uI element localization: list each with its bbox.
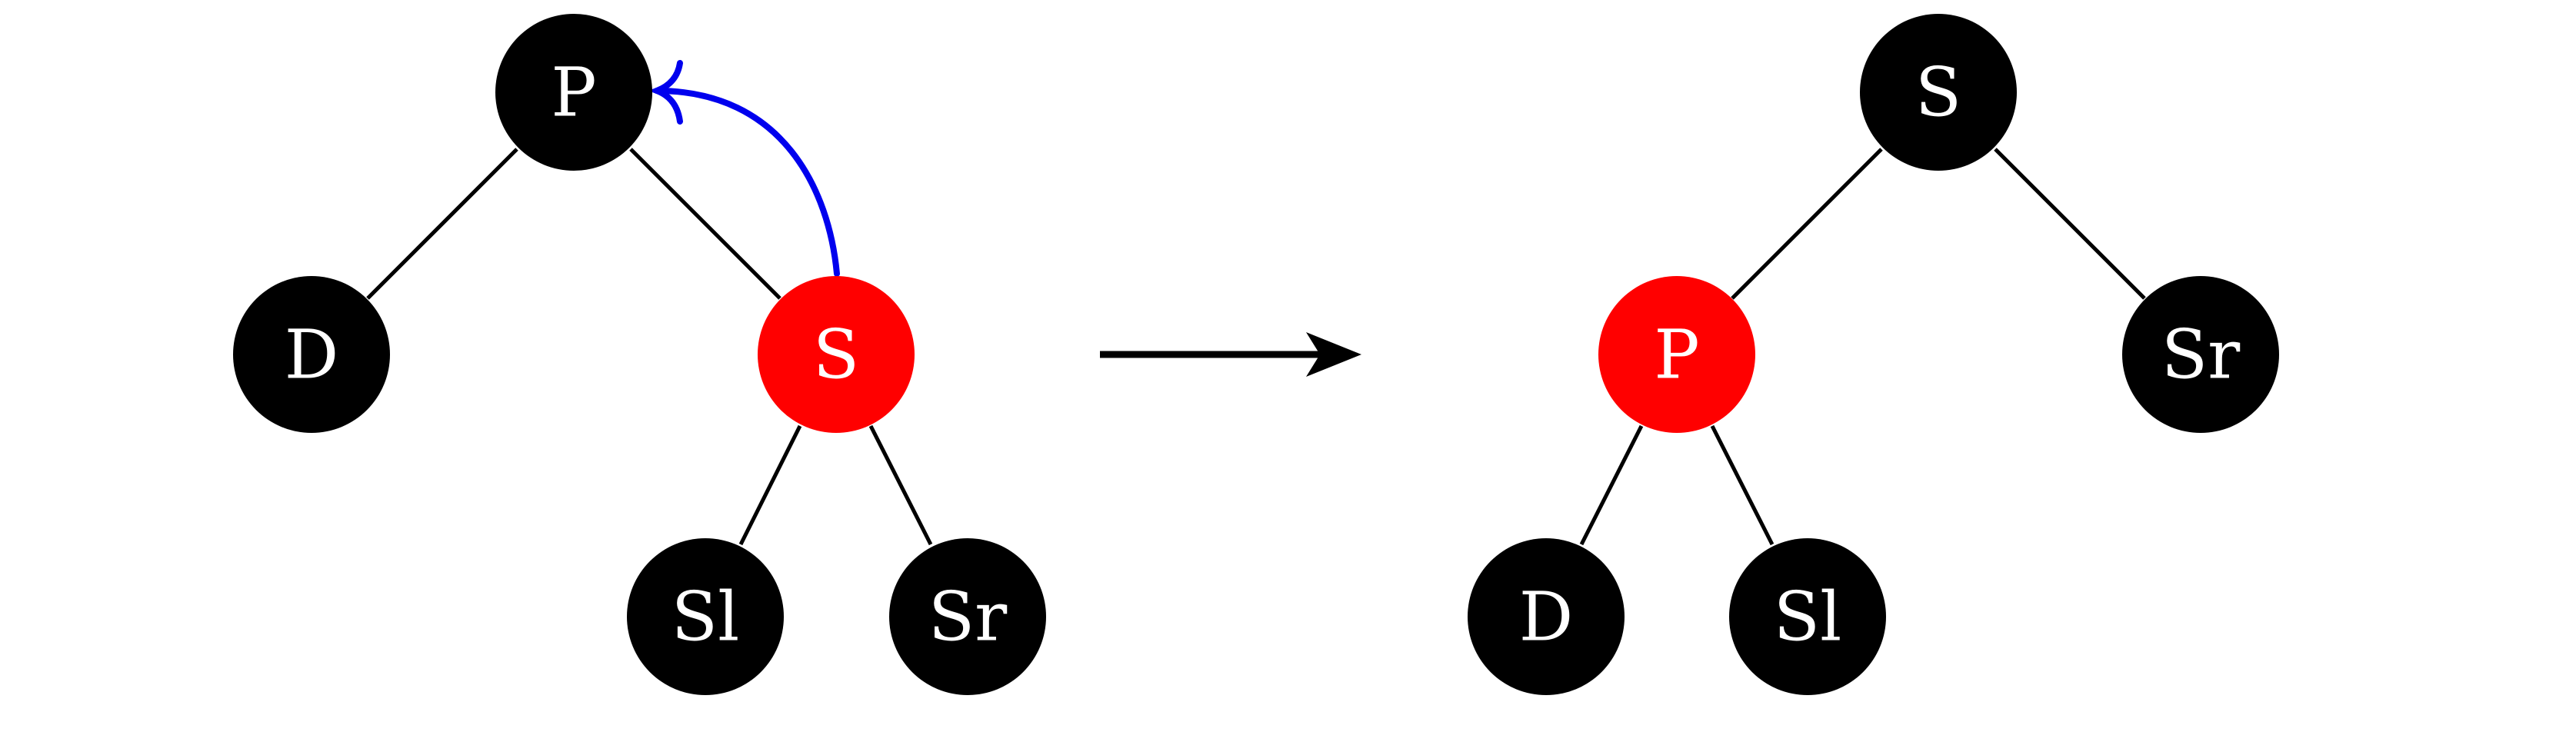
node-label: Sl	[671, 577, 739, 657]
right-edge-s-p	[1731, 148, 1883, 300]
right-node-sl: Sl	[1729, 538, 1886, 695]
left-edge-p-s	[629, 148, 781, 300]
left-node-p: P	[495, 14, 652, 171]
left-tree: P D S Sl Sr	[233, 14, 1046, 695]
node-label: Sr	[2161, 315, 2241, 394]
node-label: P	[551, 53, 596, 132]
right-node-p: P	[1598, 276, 1755, 433]
left-node-d: D	[233, 276, 390, 433]
rotation-arrow	[654, 88, 840, 277]
right-node-d: D	[1468, 538, 1625, 695]
rotation-arrowhead	[648, 60, 683, 125]
left-edge-s-sr	[868, 424, 933, 546]
right-tree: S P Sr D Sl	[1468, 14, 2279, 695]
right-node-s: S	[1860, 14, 2017, 171]
transition-arrow	[1100, 332, 1361, 377]
right-edge-p-d	[1579, 424, 1644, 546]
node-label: Sr	[928, 577, 1008, 657]
node-label: S	[813, 315, 859, 394]
node-label: S	[1915, 53, 1961, 132]
right-edge-s-sr	[1994, 148, 2146, 300]
node-label: D	[285, 315, 339, 394]
left-edge-p-d	[366, 148, 518, 300]
node-label: Sl	[1774, 577, 1841, 657]
left-node-sl: Sl	[627, 538, 784, 695]
right-edge-p-sl	[1710, 424, 1775, 546]
right-node-sr: Sr	[2122, 276, 2279, 433]
left-edge-s-sl	[738, 424, 802, 546]
left-node-sr: Sr	[889, 538, 1046, 695]
node-label: D	[1519, 577, 1574, 657]
node-label: P	[1654, 315, 1699, 394]
left-node-s: S	[758, 276, 915, 433]
